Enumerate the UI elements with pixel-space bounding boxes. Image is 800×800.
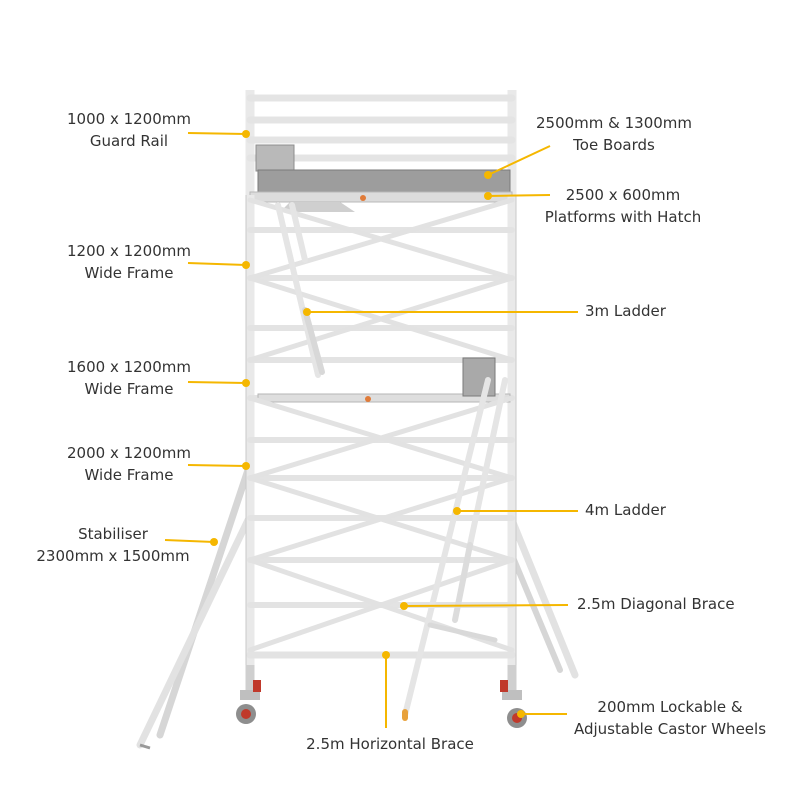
label-stabiliser-line2: 2300mm x 1500mm (18, 545, 208, 567)
label-platforms-line1: 2500 x 600mm (520, 184, 726, 206)
label-castor-wheels: 200mm Lockable & Adjustable Castor Wheel… (550, 696, 790, 740)
label-toe-boards-line1: 2500mm & 1300mm (514, 112, 714, 134)
label-castor-wheels-line2: Adjustable Castor Wheels (550, 718, 790, 740)
label-platforms-line2: Platforms with Hatch (520, 206, 726, 228)
label-platforms: 2500 x 600mm Platforms with Hatch (520, 184, 726, 228)
label-frame-1600-line2: Wide Frame (44, 378, 214, 400)
label-frame-1200-line2: Wide Frame (44, 262, 214, 284)
stabiliser-right (512, 520, 575, 675)
label-frame-2000-line2: Wide Frame (44, 464, 214, 486)
label-horizontal-brace-line1: 2.5m Horizontal Brace (290, 733, 490, 755)
ladder-4m (405, 380, 505, 718)
label-castor-wheels-line1: 200mm Lockable & (550, 696, 790, 718)
label-horizontal-brace: 2.5m Horizontal Brace (290, 733, 490, 755)
platform (250, 192, 512, 212)
label-frame-1600: 1600 x 1200mm Wide Frame (44, 356, 214, 400)
label-stabiliser: Stabiliser 2300mm x 1500mm (18, 523, 208, 567)
label-toe-boards: 2500mm & 1300mm Toe Boards (514, 112, 714, 156)
label-stabiliser-line1: Stabiliser (18, 523, 208, 545)
diagonal-braces (250, 200, 512, 650)
label-frame-1200: 1200 x 1200mm Wide Frame (44, 240, 214, 284)
label-toe-boards-line2: Toe Boards (514, 134, 714, 156)
label-guard-rail-line1: 1000 x 1200mm (44, 108, 214, 130)
label-diagonal-brace: 2.5m Diagonal Brace (577, 593, 777, 615)
label-guard-rail-line2: Guard Rail (44, 130, 214, 152)
label-frame-1200-line1: 1200 x 1200mm (44, 240, 214, 262)
middle-platform (258, 358, 510, 402)
label-ladder-3m: 3m Ladder (585, 300, 725, 322)
label-ladder-4m: 4m Ladder (585, 499, 725, 521)
label-frame-2000-line1: 2000 x 1200mm (44, 442, 214, 464)
label-frame-2000: 2000 x 1200mm Wide Frame (44, 442, 214, 486)
castor-wheels (236, 665, 527, 728)
label-diagonal-brace-line1: 2.5m Diagonal Brace (577, 593, 777, 615)
label-ladder-3m-line1: 3m Ladder (585, 300, 725, 322)
label-ladder-4m-line1: 4m Ladder (585, 499, 725, 521)
label-guard-rail: 1000 x 1200mm Guard Rail (44, 108, 214, 152)
stabiliser-left (140, 470, 248, 748)
toe-board (258, 170, 510, 192)
label-frame-1600-line1: 1600 x 1200mm (44, 356, 214, 378)
